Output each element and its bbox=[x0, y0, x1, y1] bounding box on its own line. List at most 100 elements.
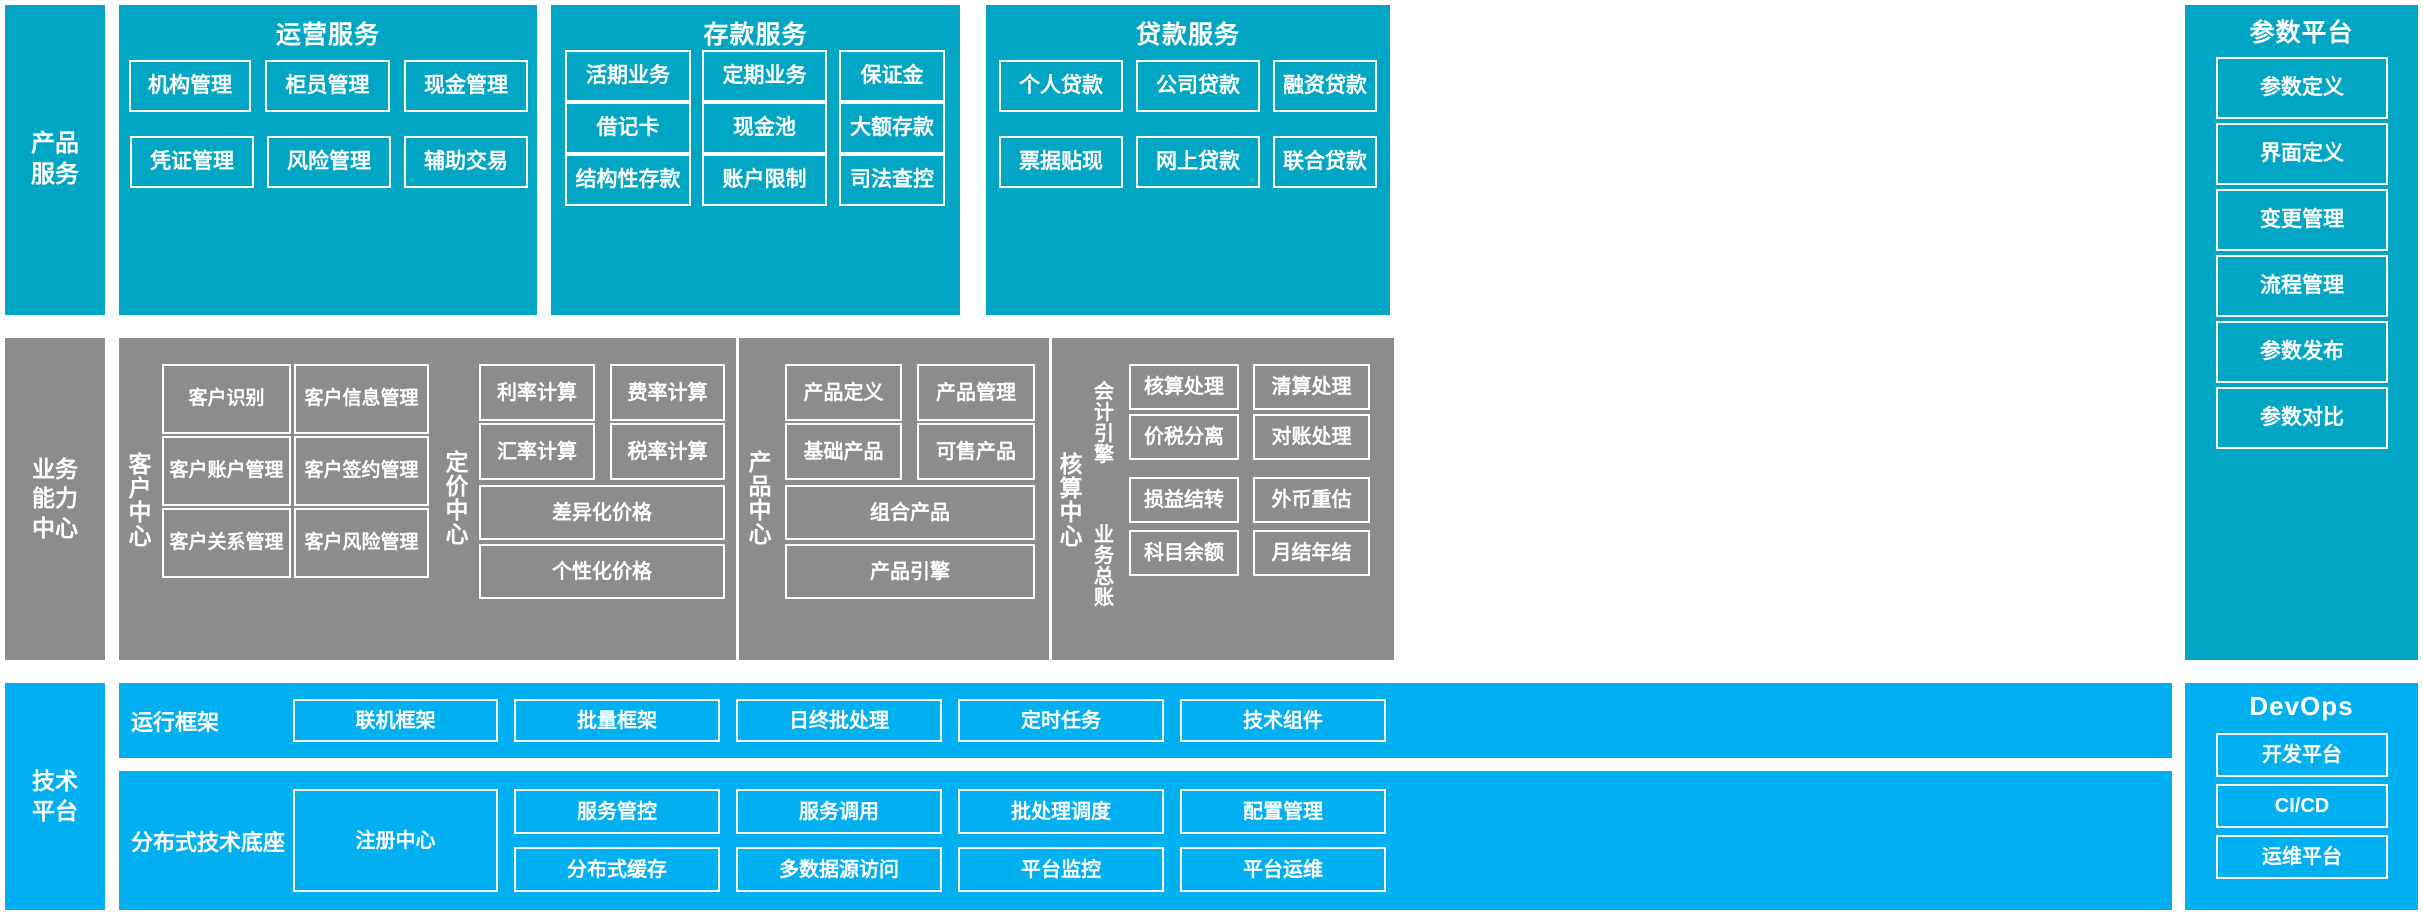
center-customer: 客户中心 客户识别 客户信息管理 客户账户管理 客户签约管理 客户关系管理 客户… bbox=[119, 338, 436, 660]
parameter-box[interactable]: 参数发布 bbox=[2216, 321, 2388, 383]
capability-box[interactable]: 月结年结 bbox=[1253, 530, 1370, 576]
parameter-box[interactable]: 界面定义 bbox=[2216, 123, 2388, 185]
capability-box[interactable]: 客户签约管理 bbox=[294, 436, 429, 506]
group-deposit-services: 存款服务 活期业务 定期业务 保证金 借记卡 现金池 大额存款 结构性存款 账户… bbox=[551, 5, 960, 315]
service-box[interactable]: 现金管理 bbox=[404, 60, 528, 112]
tech-box[interactable]: 配置管理 bbox=[1180, 789, 1386, 834]
tech-box[interactable]: 批量框架 bbox=[514, 699, 720, 742]
service-box[interactable]: 联合贷款 bbox=[1273, 136, 1377, 188]
tech-box[interactable]: 服务管控 bbox=[514, 789, 720, 834]
subgroup-label-general-ledger: 业务总账 bbox=[1094, 524, 1114, 609]
service-box[interactable]: 现金池 bbox=[702, 102, 827, 154]
capability-box[interactable]: 外币重估 bbox=[1253, 477, 1370, 523]
service-box[interactable]: 账户限制 bbox=[702, 154, 827, 206]
parameter-box[interactable]: 参数定义 bbox=[2216, 57, 2388, 119]
capability-box[interactable]: 利率计算 bbox=[479, 364, 595, 421]
band-label-product-line1: 产品 bbox=[31, 130, 79, 158]
center-label-pricing: 定价中心 bbox=[445, 448, 469, 548]
center-product: 产品中心 产品定义 产品管理 基础产品 可售产品 组合产品 产品引擎 bbox=[739, 338, 1049, 660]
center-accounting: 核算中心 会计引擎 业务总账 核算处理 清算处理 价税分离 对账处理 损益结转 … bbox=[1052, 338, 1394, 660]
group-title-parameter-platform: 参数平台 bbox=[2249, 19, 2354, 47]
group-parameter-platform: 参数平台 参数定义 界面定义 变更管理 流程管理 参数发布 参数对比 bbox=[2185, 5, 2418, 660]
group-title-loan-services: 贷款服务 bbox=[1135, 21, 1240, 49]
band-label-technical-platform: 技术 平台 bbox=[5, 683, 105, 910]
tech-box[interactable]: 平台运维 bbox=[1180, 847, 1386, 892]
tech-box[interactable]: 定时任务 bbox=[958, 699, 1164, 742]
capability-box[interactable]: 客户账户管理 bbox=[162, 436, 291, 506]
subgroup-label-accounting-engine: 会计引擎 bbox=[1094, 381, 1114, 466]
tech-box-registry-center[interactable]: 注册中心 bbox=[293, 789, 498, 892]
capability-box[interactable]: 对账处理 bbox=[1253, 414, 1370, 460]
band-label-tech-line2: 平台 bbox=[32, 797, 78, 824]
tech-row-runtime-framework: 运行框架 联机框架 批量框架 日终批处理 定时任务 技术组件 bbox=[119, 683, 2172, 758]
tech-row-distributed-base: 分布式技术底座 注册中心 服务管控 分布式缓存 服务调用 多数据源访问 批处理调… bbox=[119, 771, 2172, 910]
capability-box[interactable]: 基础产品 bbox=[785, 423, 902, 480]
tech-box[interactable]: 分布式缓存 bbox=[514, 847, 720, 892]
group-loan-services: 贷款服务 个人贷款 公司贷款 融资贷款 票据贴现 网上贷款 联合贷款 bbox=[986, 5, 1390, 315]
capability-box[interactable]: 税率计算 bbox=[610, 423, 725, 480]
group-title-operation-services: 运营服务 bbox=[275, 21, 380, 49]
service-box[interactable]: 票据贴现 bbox=[999, 136, 1123, 188]
band-label-capability-line1: 业务 bbox=[32, 455, 78, 482]
devops-box[interactable]: CI/CD bbox=[2216, 784, 2388, 828]
capability-box[interactable]: 价税分离 bbox=[1129, 414, 1239, 460]
service-box[interactable]: 风险管理 bbox=[267, 136, 391, 188]
tech-box[interactable]: 多数据源访问 bbox=[736, 847, 942, 892]
group-devops: DevOps 开发平台 CI/CD 运维平台 bbox=[2185, 683, 2418, 910]
service-box[interactable]: 活期业务 bbox=[565, 50, 691, 102]
tech-box[interactable]: 批处理调度 bbox=[958, 789, 1164, 834]
tech-box[interactable]: 技术组件 bbox=[1180, 699, 1386, 742]
center-label-product: 产品中心 bbox=[748, 448, 772, 548]
band-label-product-services: 产品 服务 bbox=[5, 5, 105, 315]
capability-box[interactable]: 个性化价格 bbox=[479, 544, 725, 599]
group-operation-services: 运营服务 机构管理 柜员管理 现金管理 凭证管理 风险管理 辅助交易 bbox=[119, 5, 537, 315]
center-label-accounting: 核算中心 bbox=[1059, 450, 1083, 550]
capability-box[interactable]: 科目余额 bbox=[1129, 530, 1239, 576]
tech-box[interactable]: 平台监控 bbox=[958, 847, 1164, 892]
capability-box[interactable]: 产品定义 bbox=[785, 364, 902, 421]
service-box[interactable]: 辅助交易 bbox=[404, 136, 528, 188]
service-box[interactable]: 融资贷款 bbox=[1273, 60, 1377, 112]
capability-box[interactable]: 组合产品 bbox=[785, 485, 1035, 540]
parameter-box[interactable]: 参数对比 bbox=[2216, 387, 2388, 449]
capability-box[interactable]: 产品管理 bbox=[917, 364, 1035, 421]
capability-box[interactable]: 核算处理 bbox=[1129, 364, 1239, 410]
group-title-deposit-services: 存款服务 bbox=[703, 21, 808, 49]
capability-box[interactable]: 损益结转 bbox=[1129, 477, 1239, 523]
capability-box[interactable]: 可售产品 bbox=[917, 423, 1035, 480]
capability-box[interactable]: 客户关系管理 bbox=[162, 508, 291, 578]
capability-box[interactable]: 清算处理 bbox=[1253, 364, 1370, 410]
service-box[interactable]: 个人贷款 bbox=[999, 60, 1123, 112]
band-label-capability-center: 业务 能力 中心 bbox=[5, 338, 105, 660]
band-label-tech-line1: 技术 bbox=[32, 768, 78, 795]
service-box[interactable]: 大额存款 bbox=[839, 102, 945, 154]
service-box[interactable]: 借记卡 bbox=[565, 102, 691, 154]
capability-box[interactable]: 汇率计算 bbox=[479, 423, 595, 480]
service-box[interactable]: 机构管理 bbox=[129, 60, 251, 112]
service-box[interactable]: 定期业务 bbox=[702, 50, 827, 102]
capability-box[interactable]: 差异化价格 bbox=[479, 485, 725, 540]
service-box[interactable]: 公司贷款 bbox=[1136, 60, 1260, 112]
tech-box[interactable]: 日终批处理 bbox=[736, 699, 942, 742]
service-box[interactable]: 司法查控 bbox=[839, 154, 945, 206]
devops-box[interactable]: 开发平台 bbox=[2216, 733, 2388, 777]
center-label-customer: 客户中心 bbox=[128, 450, 152, 550]
capability-box[interactable]: 客户识别 bbox=[162, 364, 291, 434]
capability-box[interactable]: 客户风险管理 bbox=[294, 508, 429, 578]
capability-box[interactable]: 费率计算 bbox=[610, 364, 725, 421]
tech-box[interactable]: 联机框架 bbox=[293, 699, 498, 742]
capability-box[interactable]: 客户信息管理 bbox=[294, 364, 429, 434]
capability-box[interactable]: 产品引擎 bbox=[785, 544, 1035, 599]
service-box[interactable]: 柜员管理 bbox=[265, 60, 390, 112]
parameter-box[interactable]: 变更管理 bbox=[2216, 189, 2388, 251]
service-box[interactable]: 结构性存款 bbox=[565, 154, 691, 206]
devops-box[interactable]: 运维平台 bbox=[2216, 835, 2388, 879]
service-box[interactable]: 凭证管理 bbox=[130, 136, 254, 188]
tech-row-label-runtime-framework: 运行框架 bbox=[131, 709, 220, 735]
service-box[interactable]: 保证金 bbox=[839, 50, 945, 102]
service-box[interactable]: 网上贷款 bbox=[1136, 136, 1260, 188]
tech-box[interactable]: 服务调用 bbox=[736, 789, 942, 834]
parameter-box[interactable]: 流程管理 bbox=[2216, 255, 2388, 317]
band-label-product-line2: 服务 bbox=[31, 161, 79, 188]
